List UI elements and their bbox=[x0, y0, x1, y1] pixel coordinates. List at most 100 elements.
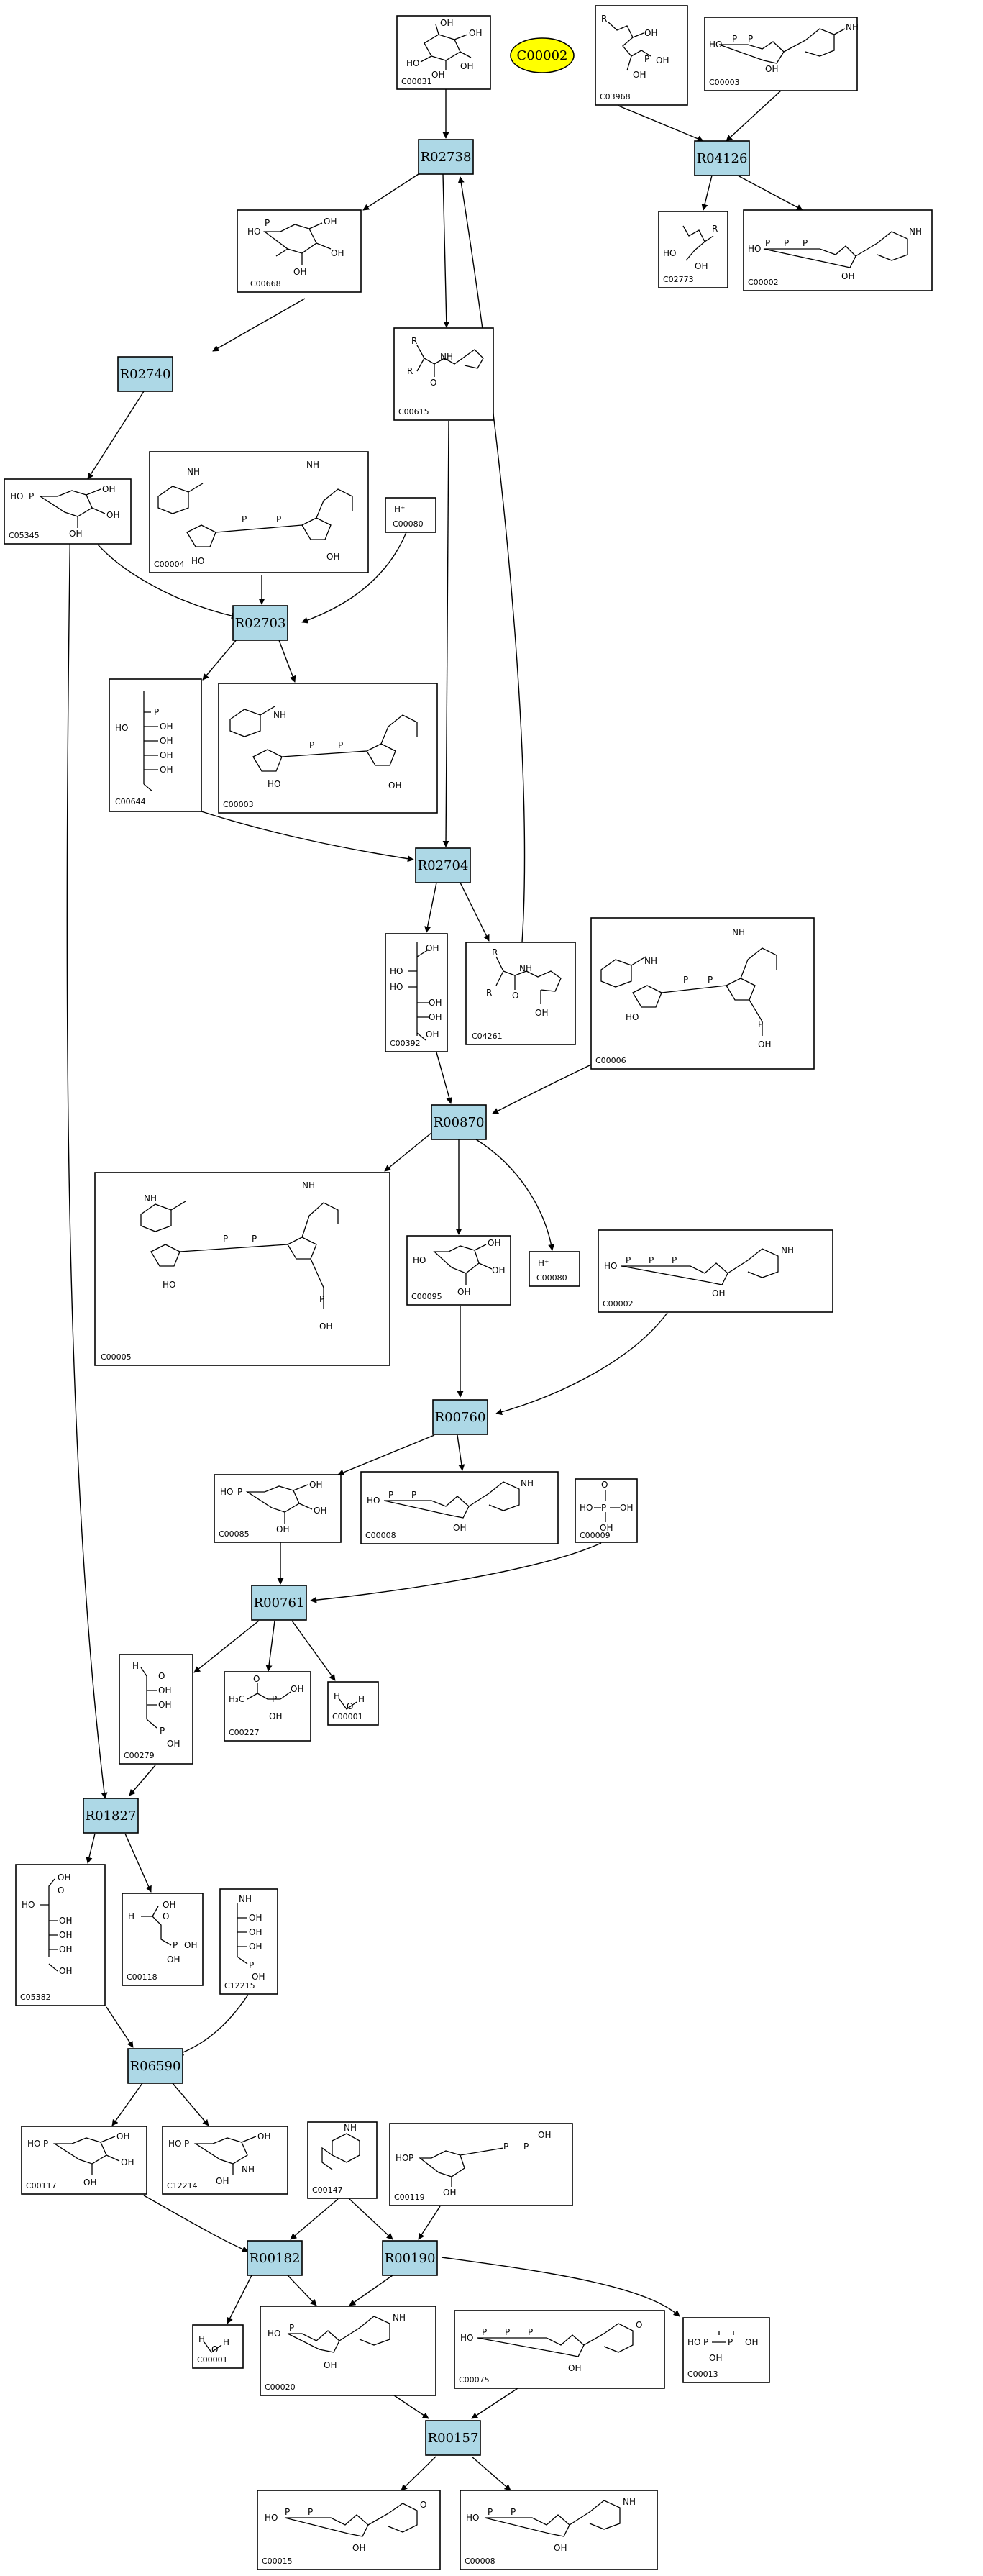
compound-c00615[interactable]: R R O NH C00615 bbox=[393, 327, 494, 421]
compound-c02773[interactable]: R HO OH C02773 bbox=[658, 211, 728, 288]
atom-label: OH bbox=[160, 722, 173, 732]
compound-c00075[interactable]: HO P P P O OH C00075 bbox=[454, 2310, 665, 2389]
atom-label: P bbox=[511, 2507, 516, 2517]
compound-c12214[interactable]: HO P OH NH OH C12214 bbox=[162, 2126, 288, 2195]
compound-c03968[interactable]: R OH P OH OH C03968 bbox=[595, 5, 688, 106]
compound-box bbox=[454, 2310, 665, 2389]
atom-label: HO bbox=[22, 1900, 35, 1910]
reaction-r00870[interactable]: R00870 bbox=[431, 1104, 487, 1140]
compound-c00147[interactable]: NH C00147 bbox=[307, 2121, 378, 2199]
compound-c00095[interactable]: HO OH OH OH C00095 bbox=[406, 1235, 511, 1306]
reaction-r01827[interactable]: R01827 bbox=[83, 1798, 139, 1834]
reaction-r00190[interactable]: R00190 bbox=[382, 2240, 438, 2276]
compound-c00002-top[interactable]: HO P P P NH OH C00002 bbox=[743, 209, 933, 291]
reaction-label: R01827 bbox=[86, 1808, 137, 1824]
atom-label: P bbox=[523, 2142, 529, 2152]
atom-label: OH bbox=[429, 998, 442, 1008]
compound-c00001-b[interactable]: H O H C00001 bbox=[192, 2324, 244, 2369]
edge-r01827-c00118 bbox=[124, 1833, 152, 1893]
atom-label: NH bbox=[344, 2123, 357, 2133]
compound-c00392[interactable]: OH HO HO OH OH OH C00392 bbox=[385, 933, 448, 1052]
reaction-r02738[interactable]: R02738 bbox=[418, 139, 474, 175]
atom-label: OH bbox=[184, 1940, 197, 1950]
compound-c05382[interactable]: OH O HO OH OH OH OH C05382 bbox=[15, 1864, 106, 2006]
atom-label: NH bbox=[440, 352, 453, 362]
compound-c00003-b[interactable]: NH P P HO OH C00003 bbox=[218, 683, 438, 814]
atom-label: OH bbox=[695, 261, 708, 271]
atom-label: OH bbox=[426, 943, 439, 953]
compound-box bbox=[224, 1671, 311, 1742]
compound-c00008-b[interactable]: HO P P NH OH C00008 bbox=[460, 2490, 658, 2570]
atom-label: HO bbox=[247, 227, 260, 237]
reaction-r06590[interactable]: R06590 bbox=[127, 2048, 183, 2084]
compound-c00015[interactable]: HO P P O OH C00015 bbox=[257, 2490, 441, 2570]
atom-label: HO bbox=[115, 723, 128, 733]
reaction-r00761[interactable]: R00761 bbox=[251, 1585, 307, 1621]
edge-r00182-c00001 bbox=[227, 2275, 252, 2324]
highlight-node[interactable]: C00002 bbox=[510, 37, 575, 73]
compound-c12215[interactable]: NH OH OH OH P OH C12215 bbox=[219, 1888, 278, 1995]
compound-c00008[interactable]: HO P P NH OH C00008 bbox=[360, 1471, 559, 1544]
compound-c00080-a[interactable]: H⁺ C00080 bbox=[385, 497, 436, 533]
structure-bonds bbox=[229, 706, 418, 772]
compound-c00013[interactable]: HO P P OH OH C00013 bbox=[682, 2317, 770, 2383]
compound-c00279[interactable]: H O OH OH P OH C00279 bbox=[119, 1654, 193, 1765]
reaction-r02703[interactable]: R02703 bbox=[232, 605, 288, 641]
structure-bonds bbox=[143, 691, 158, 792]
compound-c00117[interactable]: HO P OH OH OH C00117 bbox=[21, 2126, 147, 2195]
edges bbox=[66, 89, 803, 2491]
atom-label: R bbox=[492, 947, 498, 957]
compound-c00006[interactable]: NH NH P P HO P OH C00006 bbox=[590, 917, 815, 1070]
reaction-r00157[interactable]: R00157 bbox=[425, 2420, 481, 2456]
structure-bonds bbox=[247, 1683, 291, 1700]
edge-c00020-r00157 bbox=[393, 2395, 429, 2419]
compound-c00644[interactable]: P OH OH OH OH HO C00644 bbox=[109, 678, 202, 812]
compound-c00031[interactable]: OH OH OH OH HO C00031 bbox=[396, 15, 491, 90]
compound-label: C00075 bbox=[459, 2375, 490, 2385]
structure-bonds bbox=[284, 2503, 418, 2537]
atom-label: OH bbox=[326, 552, 339, 562]
edge-c00009-r00761 bbox=[310, 1542, 602, 1603]
compound-label: C12215 bbox=[224, 1981, 255, 1990]
structure-bonds bbox=[140, 1667, 157, 1729]
compound-c00080-b[interactable]: H⁺ C00080 bbox=[529, 1251, 580, 1287]
structure-bonds bbox=[237, 1903, 248, 1965]
compound-c00227[interactable]: H₃C O P OH OH C00227 bbox=[224, 1671, 311, 1742]
compound-box bbox=[219, 1888, 278, 1995]
atom-label: NH bbox=[521, 1478, 534, 1488]
compound-c00668[interactable]: HO P OH OH OH C00668 bbox=[237, 209, 362, 293]
compound-c00119[interactable]: HO P P P OH OH C00119 bbox=[389, 2123, 573, 2206]
compound-c00005[interactable]: NH NH P P HO P OH C00005 bbox=[94, 1172, 390, 1366]
compound-c00002-b[interactable]: HO P P P NH OH C00002 bbox=[598, 1229, 833, 1313]
reaction-r00182[interactable]: R00182 bbox=[247, 2240, 303, 2276]
compound-c00020[interactable]: HO P NH OH C00020 bbox=[260, 2306, 436, 2396]
atom-label: P bbox=[644, 54, 649, 64]
reaction-label: R06590 bbox=[130, 2059, 181, 2074]
atom-label: H₃C bbox=[229, 1694, 244, 1704]
reaction-r02704[interactable]: R02704 bbox=[415, 847, 471, 883]
compound-c00009[interactable]: O HO P OH OH C00009 bbox=[575, 1478, 638, 1543]
reaction-r02740[interactable]: R02740 bbox=[117, 356, 173, 392]
compound-c04261[interactable]: R R O NH OH C04261 bbox=[465, 942, 576, 1045]
edge-r02738-c00668 bbox=[362, 173, 419, 211]
compound-c05345[interactable]: HO P OH OH OH C05345 bbox=[4, 478, 132, 545]
edge-r02704-c04261 bbox=[460, 882, 490, 942]
structure-bonds bbox=[484, 2500, 621, 2537]
atom-label: O bbox=[163, 1911, 169, 1921]
reaction-r00760[interactable]: R00760 bbox=[432, 1399, 488, 1435]
compound-c00003-top[interactable]: HO P P NH OH C00003 bbox=[704, 17, 859, 91]
atom-label: OH bbox=[492, 1265, 505, 1275]
atom-label: O bbox=[601, 1480, 608, 1490]
atom-label: NH bbox=[242, 2165, 255, 2175]
edge-c00615-r02704 bbox=[442, 420, 449, 847]
compound-c00001-a[interactable]: H O H C00001 bbox=[327, 1681, 379, 1726]
compound-c00118[interactable]: H OH O P OH OH C00118 bbox=[122, 1893, 204, 1986]
atom-label: O bbox=[253, 1674, 260, 1684]
structure-bonds bbox=[433, 1244, 493, 1285]
atom-label: P bbox=[252, 1234, 257, 1244]
compound-c00004[interactable]: NH NH P P HO OH C00004 bbox=[149, 451, 369, 573]
compound-c00085[interactable]: HO P OH OH OH C00085 bbox=[214, 1474, 342, 1543]
reaction-r04126[interactable]: R04126 bbox=[694, 140, 750, 176]
compound-box bbox=[214, 1474, 342, 1543]
